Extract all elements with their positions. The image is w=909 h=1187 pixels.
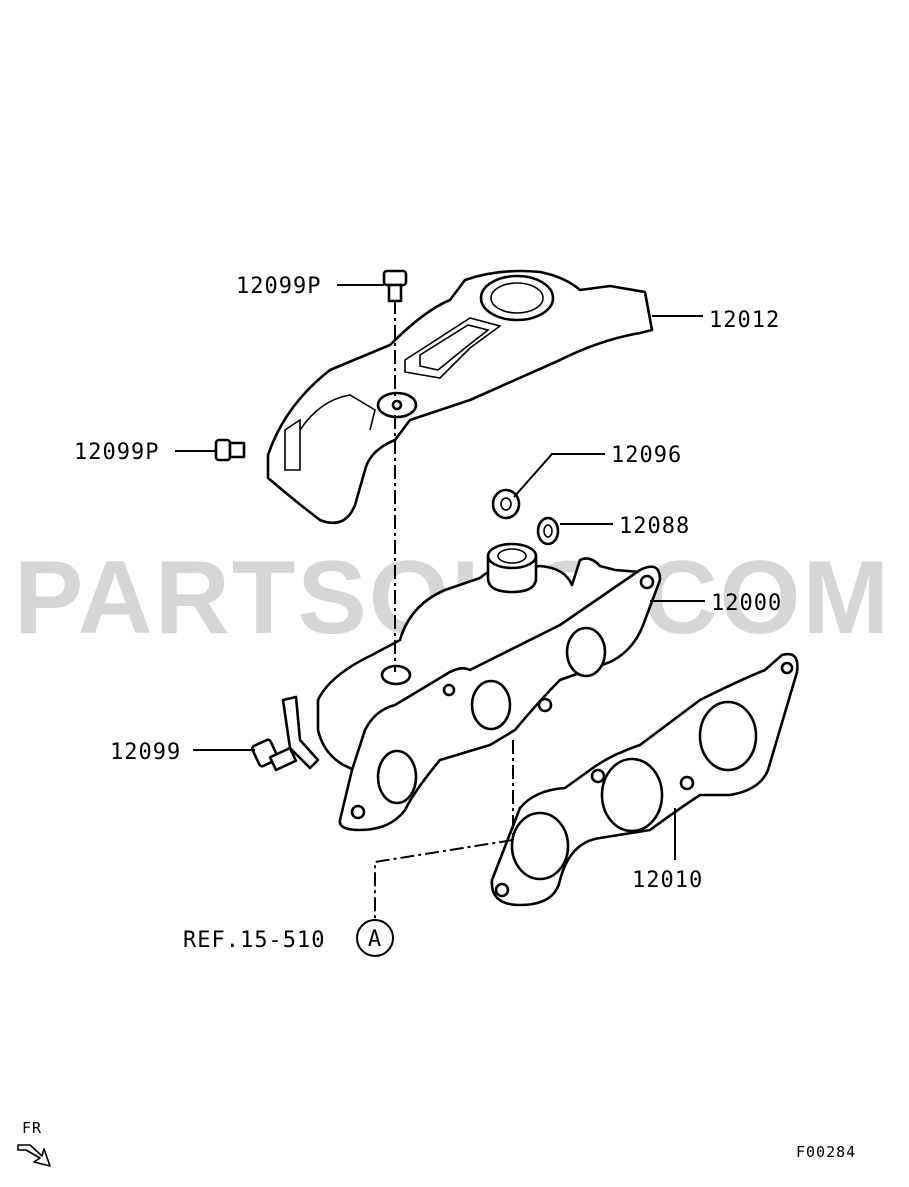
callout-bolt-lower: 12099 xyxy=(110,740,181,765)
reference-marker-letter: A xyxy=(368,927,382,952)
direction-label: FR xyxy=(22,1119,42,1137)
figure-code: F00284 xyxy=(796,1143,856,1161)
bolt-lower-12099 xyxy=(250,738,298,772)
bolt-side-12099p xyxy=(214,438,246,462)
manifold-12000 xyxy=(281,542,662,832)
callout-nut: 12096 xyxy=(611,443,682,468)
callout-washer: 12088 xyxy=(619,514,690,539)
reference-text: REF.15-510 xyxy=(183,928,325,953)
callout-bolt-top: 12099P xyxy=(236,274,321,299)
nut-12096 xyxy=(491,488,521,520)
front-arrow-icon xyxy=(17,1144,51,1167)
reference-marker-circle xyxy=(356,919,394,957)
callout-manifold: 12000 xyxy=(711,591,782,616)
callout-heat-shield: 12012 xyxy=(709,308,780,333)
gasket-12010 xyxy=(490,652,799,907)
heat-shield-12012 xyxy=(266,269,654,525)
callout-bolt-side: 12099P xyxy=(74,440,159,465)
callout-gasket: 12010 xyxy=(632,868,703,893)
bolt-top-12099p xyxy=(382,269,408,303)
washer-12088 xyxy=(536,516,560,546)
